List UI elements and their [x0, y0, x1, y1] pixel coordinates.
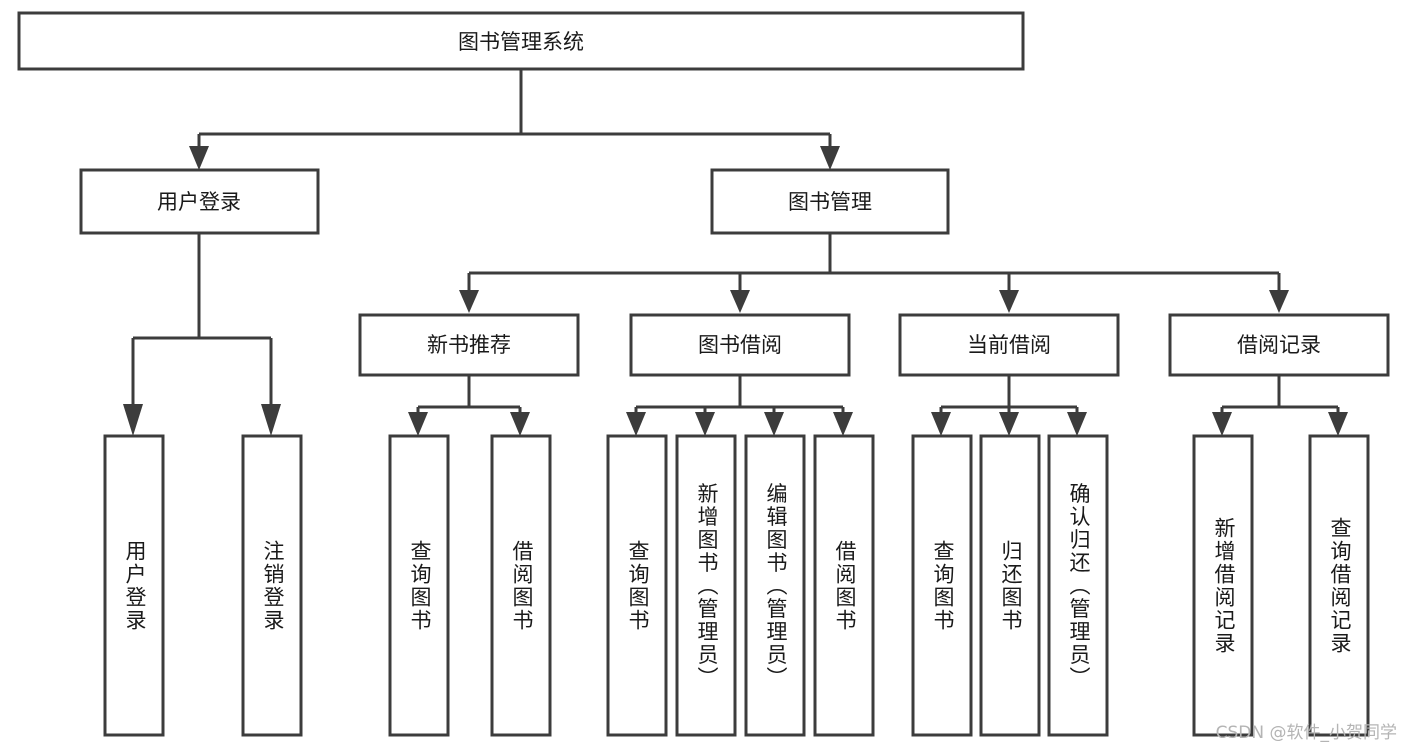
arrow-head-icon [408, 412, 428, 436]
leaf-node-edit-book-label: 编辑图书（管理员） [764, 483, 788, 690]
arrow-head-icon [123, 404, 143, 436]
arrow-head-icon [1067, 412, 1087, 436]
leaf-node-borrow-book-b-box[interactable] [813, 434, 875, 737]
leaf-node-logout-box[interactable] [241, 434, 303, 737]
leaf-node-query-borrow-record-box[interactable] [1308, 434, 1370, 737]
node-new-book-recommend-label: 新书推荐 [427, 333, 511, 357]
leaf-node-confirm-return[interactable]: 确认归还（管理员） [1047, 434, 1109, 737]
leaf-node-user-login-box[interactable] [103, 434, 165, 737]
leaf-node-return-book-box[interactable] [979, 434, 1041, 737]
leaf-node-query-book-b-label: 查询图书 [626, 540, 650, 632]
leaf-node-borrow-book-a-box[interactable] [490, 434, 552, 737]
leaf-node-add-borrow-record-label: 新增借阅记录 [1212, 517, 1236, 655]
leaf-node-query-book-c-box[interactable] [911, 434, 973, 737]
arrow-head-icon [999, 290, 1019, 313]
arrow-head-icon [189, 146, 209, 170]
arrow-head-icon [1328, 412, 1348, 436]
arrow-head-icon [730, 290, 750, 313]
node-user-login-box[interactable] [79, 168, 320, 235]
leaf-node-edit-book[interactable]: 编辑图书（管理员） [744, 434, 806, 737]
leaf-node-add-book-box[interactable] [675, 434, 737, 737]
node-book-management[interactable]: 图书管理 [710, 168, 950, 235]
leaf-node-query-borrow-record-label: 查询借阅记录 [1328, 517, 1352, 655]
leaf-node-borrow-book-a-label: 借阅图书 [510, 540, 534, 632]
arrow-head-icon [261, 404, 281, 436]
node-book-management-box[interactable] [710, 168, 950, 235]
arrow-head-icon [833, 412, 853, 436]
arrow-head-icon [999, 412, 1019, 436]
leaf-node-query-borrow-record[interactable]: 查询借阅记录 [1308, 434, 1370, 737]
node-borrow-record[interactable]: 借阅记录 [1168, 313, 1390, 377]
node-book-borrow-label: 图书借阅 [698, 333, 782, 357]
leaf-node-query-book-a-label: 查询图书 [408, 540, 432, 632]
leaf-node-logout[interactable]: 注销登录 [241, 434, 303, 737]
node-current-borrow-box[interactable] [898, 313, 1120, 377]
leaf-node-query-book-a[interactable]: 查询图书 [388, 434, 450, 737]
leaf-node-confirm-return-box[interactable] [1047, 434, 1109, 737]
arrow-head-icon [820, 146, 840, 170]
arrow-head-icon [626, 412, 646, 436]
leaf-node-add-book-label: 新增图书（管理员） [695, 483, 719, 690]
arrow-head-icon [459, 290, 479, 313]
node-book-borrow-box[interactable] [629, 313, 851, 377]
leaf-node-borrow-book-b[interactable]: 借阅图书 [813, 434, 875, 737]
leaf-node-query-book-b[interactable]: 查询图书 [606, 434, 668, 737]
node-root-label: 图书管理系统 [458, 30, 584, 54]
node-current-borrow-label: 当前借阅 [967, 333, 1051, 357]
leaf-node-add-borrow-record-box[interactable] [1192, 434, 1254, 737]
leaf-node-query-book-a-box[interactable] [388, 434, 450, 737]
node-root[interactable]: 图书管理系统 [17, 11, 1025, 71]
arrow-head-icon [764, 412, 784, 436]
leaf-node-user-login[interactable]: 用户登录 [103, 434, 165, 737]
leaf-node-return-book[interactable]: 归还图书 [979, 434, 1041, 737]
arrow-head-icon [931, 412, 951, 436]
node-borrow-record-label: 借阅记录 [1237, 333, 1321, 357]
leaf-node-edit-book-box[interactable] [744, 434, 806, 737]
node-book-management-label: 图书管理 [788, 190, 872, 214]
leaf-node-confirm-return-label: 确认归还（管理员） [1067, 483, 1091, 690]
node-user-login-label: 用户登录 [157, 190, 241, 214]
leaf-node-return-book-label: 归还图书 [999, 540, 1023, 632]
arrow-head-icon [695, 412, 715, 436]
node-user-login[interactable]: 用户登录 [79, 168, 320, 235]
node-new-book-recommend[interactable]: 新书推荐 [358, 313, 580, 377]
leaf-node-user-login-label: 用户登录 [123, 540, 147, 632]
arrow-head-icon [510, 412, 530, 436]
leaf-node-query-book-c-label: 查询图书 [931, 540, 955, 632]
leaf-node-logout-label: 注销登录 [261, 540, 285, 632]
node-root-box[interactable] [17, 11, 1025, 71]
leaf-node-query-book-c[interactable]: 查询图书 [911, 434, 973, 737]
leaf-node-query-book-b-box[interactable] [606, 434, 668, 737]
arrow-head-icon [1269, 290, 1289, 313]
connector-layer [123, 69, 1348, 436]
leaf-node-borrow-book-b-label: 借阅图书 [833, 540, 857, 632]
leaf-node-borrow-book-a[interactable]: 借阅图书 [490, 434, 552, 737]
node-book-borrow[interactable]: 图书借阅 [629, 313, 851, 377]
arrow-head-icon [1212, 412, 1232, 436]
node-new-book-recommend-box[interactable] [358, 313, 580, 377]
node-borrow-record-box[interactable] [1168, 313, 1390, 377]
leaf-node-add-borrow-record[interactable]: 新增借阅记录 [1192, 434, 1254, 737]
node-current-borrow[interactable]: 当前借阅 [898, 313, 1120, 377]
leaf-node-add-book[interactable]: 新增图书（管理员） [675, 434, 737, 737]
